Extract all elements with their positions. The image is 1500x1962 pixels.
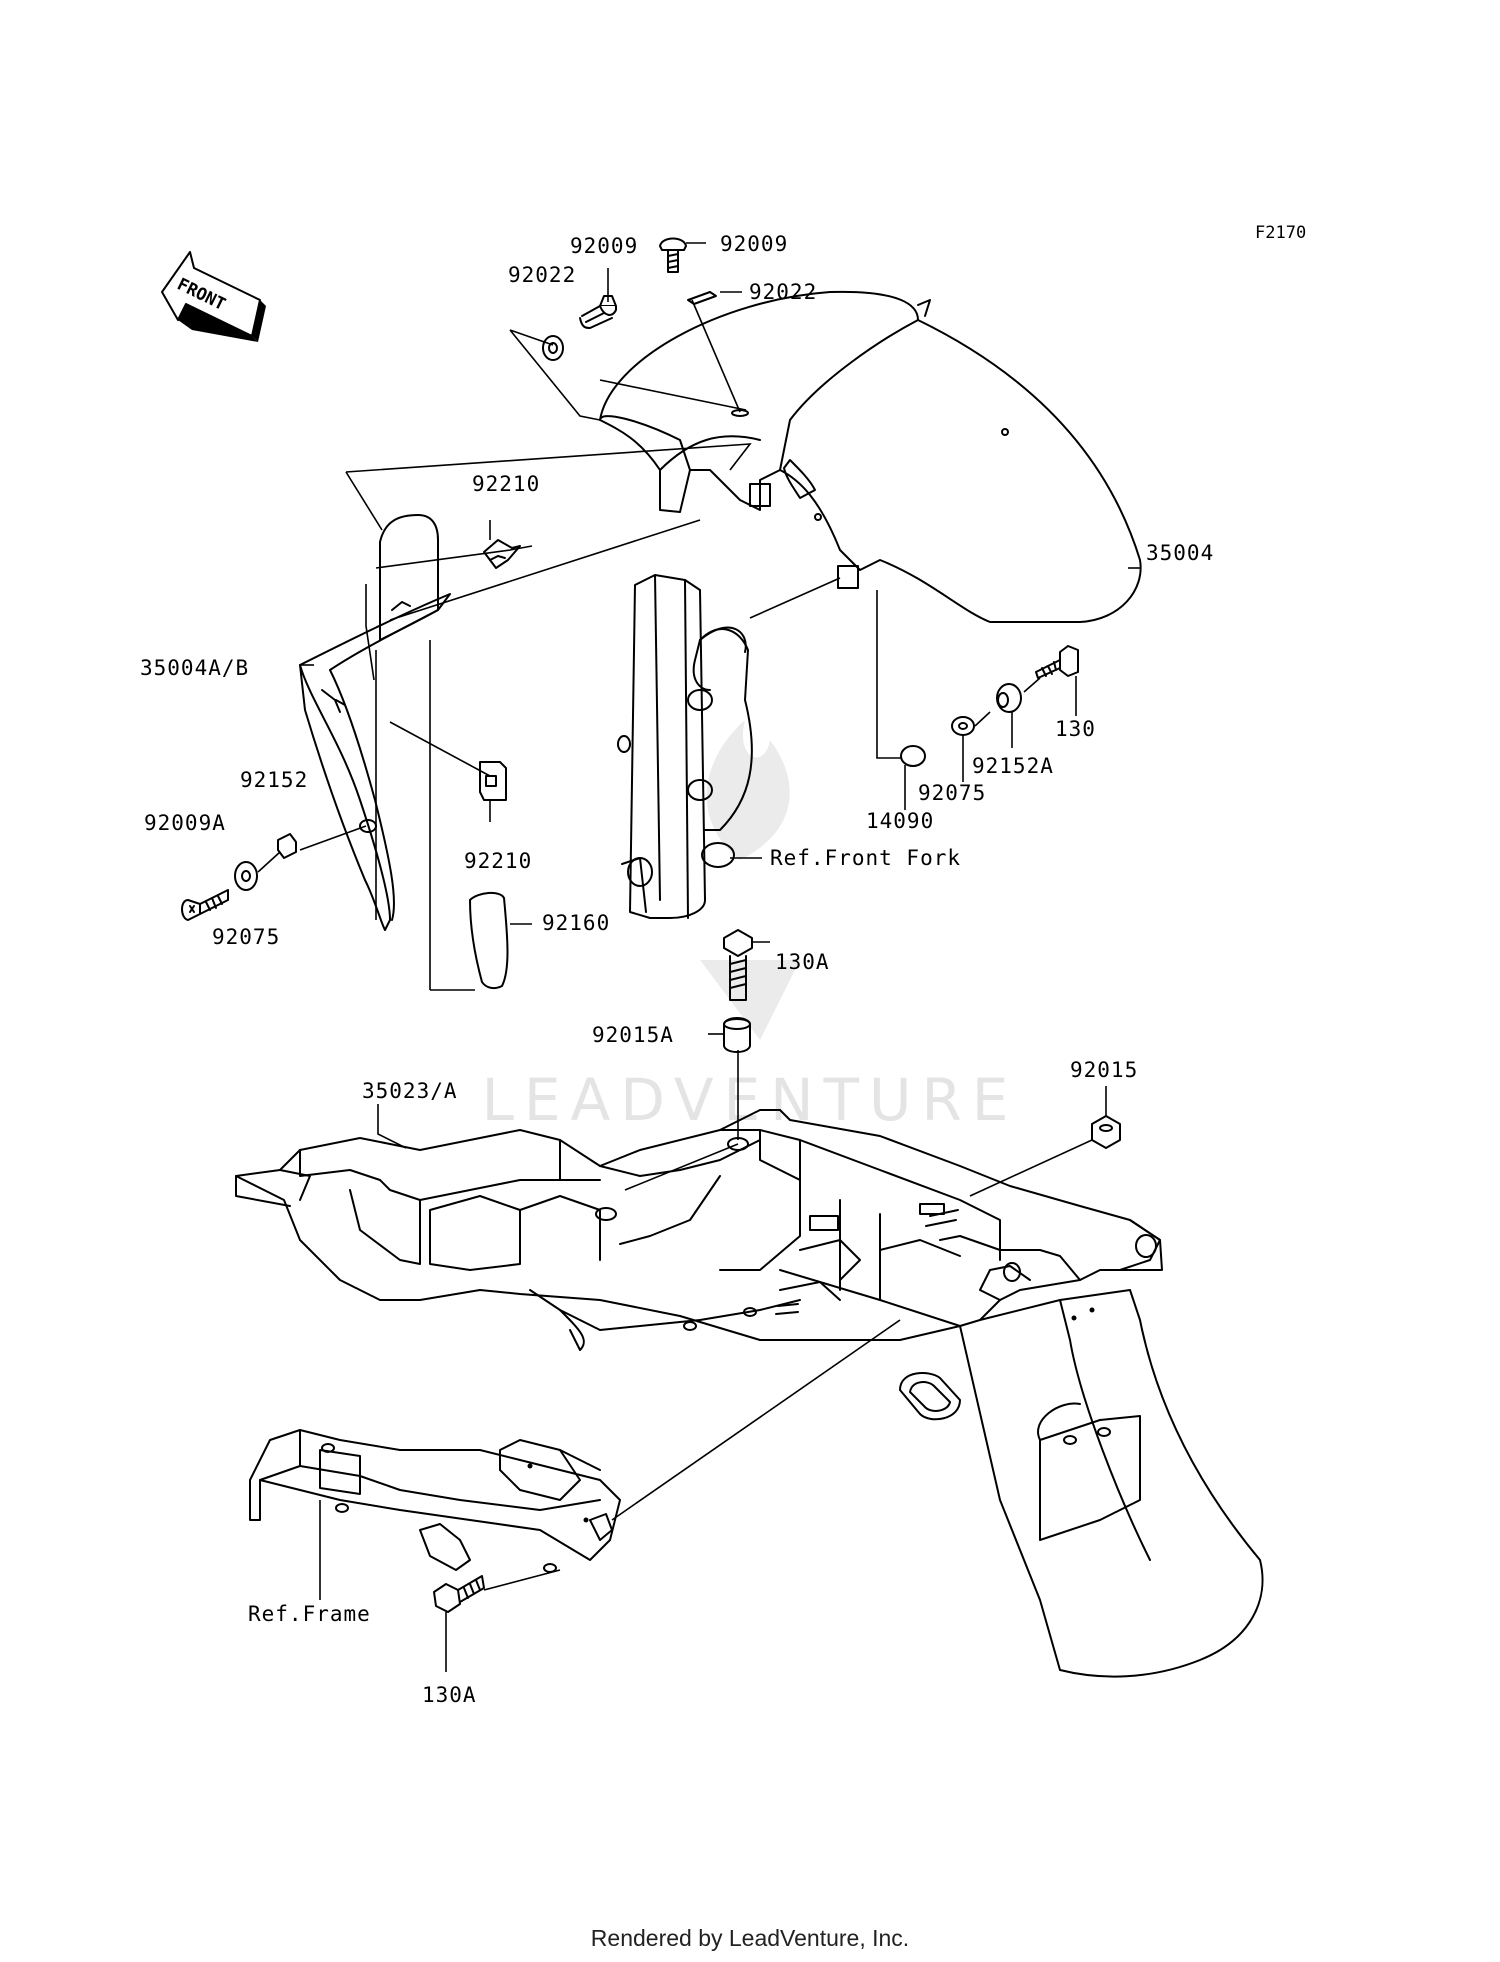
- label-92022-left: 92022: [508, 263, 576, 287]
- label-ref-front-fork: Ref.Front Fork: [770, 846, 961, 870]
- label-35004: 35004: [1146, 541, 1214, 565]
- inner-fender-35004ab: [299, 514, 451, 931]
- washer-92022-right: [687, 291, 717, 305]
- leader-lines: [257, 242, 1140, 1672]
- rear-fender-35023a: [235, 1109, 1264, 1678]
- label-92152a: 92152A: [972, 754, 1054, 778]
- label-35023a: 35023/A: [362, 1079, 458, 1103]
- front-fork-reference: [617, 574, 753, 919]
- footer-credit: Rendered by LeadVenture, Inc.: [591, 1925, 909, 1951]
- diagram-code: F2170: [1255, 223, 1306, 243]
- collar-92152a: [996, 683, 1022, 713]
- label-14090: 14090: [866, 809, 934, 833]
- label-92009-left: 92009: [570, 234, 638, 258]
- label-92015: 92015: [1070, 1058, 1138, 1082]
- label-92009-right: 92009: [720, 232, 788, 256]
- watermark: LEADVENTURE: [482, 720, 1019, 1134]
- watermark-flame-icon: [700, 720, 800, 1040]
- label-92009a: 92009A: [144, 811, 226, 835]
- grommet-92015: [1091, 1115, 1121, 1149]
- label-92160: 92160: [542, 911, 610, 935]
- label-130a-bottom: 130A: [422, 1683, 477, 1707]
- label-92152: 92152: [240, 768, 308, 792]
- bolt-130a-top: [723, 929, 753, 1001]
- label-130a-top: 130A: [775, 950, 830, 974]
- frame-reference: [249, 1429, 621, 1573]
- pad-92160: [469, 892, 509, 990]
- washer-92075-left: [234, 861, 258, 891]
- label-35004ab: 35004A/B: [140, 656, 249, 680]
- part-labels: 92009 92009 92022 92022 92210 35004 3500…: [140, 232, 1214, 1707]
- bolt-130a-bottom: [433, 1575, 485, 1613]
- grommet-92015a: [723, 1017, 751, 1053]
- label-92210-top: 92210: [472, 472, 540, 496]
- label-92075-left: 92075: [212, 925, 280, 949]
- label-92015a: 92015A: [592, 1023, 674, 1047]
- front-fender-35004: [599, 290, 1142, 623]
- label-92075-right: 92075: [918, 781, 986, 805]
- washer-14090: [900, 745, 926, 767]
- washer-92022-left: [542, 335, 564, 361]
- front-direction-arrow: FRONT: [161, 251, 266, 342]
- clip-92210-bottom: [479, 761, 507, 801]
- label-92022-right: 92022: [749, 280, 817, 304]
- collar-92152: [277, 833, 297, 859]
- clip-92210-top: [483, 539, 521, 569]
- bolt-92009a: [181, 889, 229, 921]
- bolt-92009-left: [579, 295, 617, 329]
- label-ref-frame: Ref.Frame: [248, 1602, 371, 1626]
- bolt-130: [1035, 645, 1079, 679]
- label-130: 130: [1055, 717, 1096, 741]
- label-92210-bottom: 92210: [464, 849, 532, 873]
- watermark-text: LEADVENTURE: [482, 1066, 1019, 1134]
- washer-92075-right: [951, 716, 975, 736]
- bolt-92009-right: [659, 237, 687, 273]
